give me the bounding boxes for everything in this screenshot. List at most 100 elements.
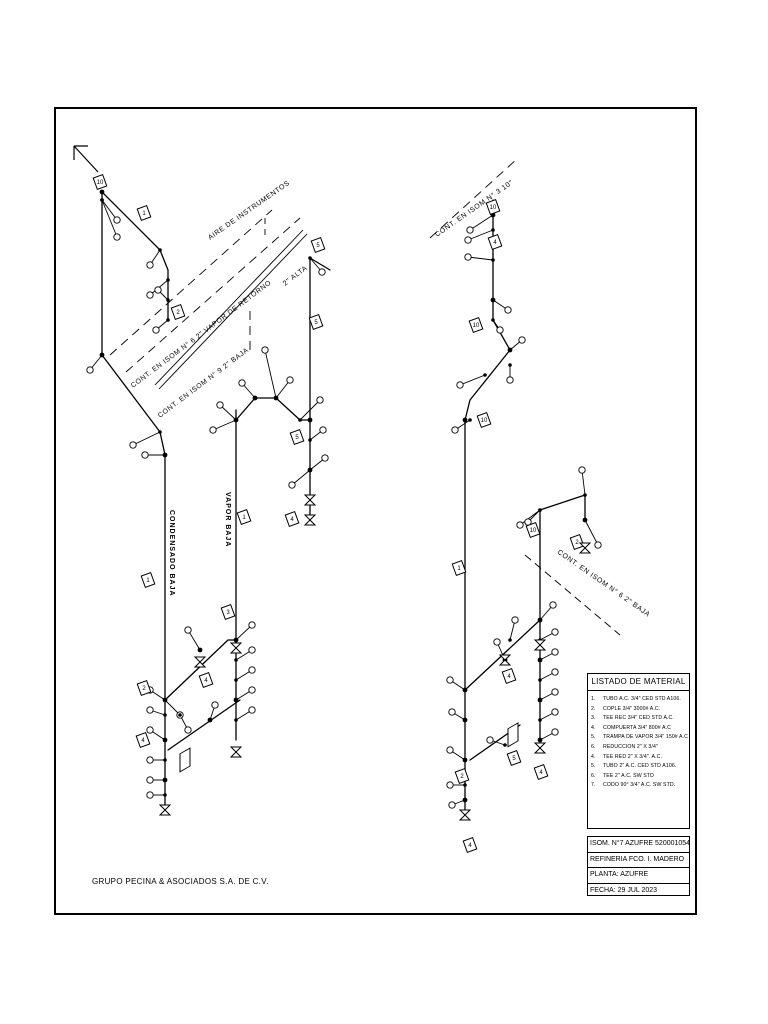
- material-item: 5.TRAMPA DE VAPOR 3/4" 150# A.C: [591, 733, 689, 743]
- item-bubble: [146, 776, 154, 784]
- item-tag: 10: [485, 199, 501, 215]
- material-item: 3.TEE REC 3/4" CED STD A.C.: [591, 714, 689, 724]
- weld-point: [308, 256, 312, 260]
- weld-point: [163, 758, 167, 762]
- item-bubble: [146, 261, 154, 269]
- item-tag-number: 5: [295, 435, 299, 441]
- weld-point: [491, 318, 495, 322]
- item-tag-number: 2: [575, 540, 579, 546]
- weld-point: [208, 718, 212, 722]
- dashed-line: [125, 217, 301, 373]
- label-iso6-2-low: CONT. EN ISOM N° 6 2" BAJA: [556, 548, 652, 619]
- item-bubble: [146, 706, 154, 714]
- weld-point: [234, 678, 238, 682]
- item-bubble: [211, 701, 219, 709]
- leader-line: [132, 431, 161, 446]
- item-tag: 2: [569, 534, 585, 550]
- material-item-text: CODO 90° 3/4" A.C. SW STD.: [603, 782, 676, 789]
- weld-point: [158, 248, 162, 252]
- weld-point: [198, 648, 202, 652]
- leader-line: [101, 199, 118, 221]
- material-item-number: 4.: [591, 753, 596, 760]
- weld-point: [99, 189, 105, 195]
- material-item: 6.REDUCCION 2" X 3/4": [591, 743, 689, 753]
- item-tag: 10: [468, 317, 484, 333]
- item-tag: 5: [310, 237, 326, 253]
- item-tag: 10: [525, 522, 541, 538]
- leader-line: [264, 349, 277, 399]
- item-bubble: [286, 376, 294, 384]
- valve-icon: [533, 742, 547, 754]
- item-tag-number: 10: [97, 180, 104, 186]
- weld-point: [508, 638, 512, 642]
- item-bubble: [518, 336, 526, 344]
- weld-point: [163, 738, 167, 742]
- title-isom: ISOM. N°7 AZUFRE 5200010547: [588, 837, 689, 853]
- item-bubble: [209, 426, 217, 434]
- dashed-line: [429, 157, 519, 239]
- weld-point: [166, 278, 170, 282]
- weld-point: [298, 418, 302, 422]
- item-bubble: [551, 628, 559, 636]
- item-bubble: [113, 233, 121, 241]
- weld-point: [538, 678, 542, 682]
- weld-point: [538, 658, 542, 662]
- weld-point: [583, 518, 587, 522]
- item-tag: 1: [140, 572, 156, 588]
- item-bubble: [551, 728, 559, 736]
- material-item: 4.COMPUERTA 3/4" 800# A.C: [591, 724, 689, 734]
- pipe: [164, 639, 237, 701]
- item-tag-number: 2: [176, 310, 180, 316]
- valve-icon: [303, 494, 317, 506]
- weld-point: [307, 417, 313, 423]
- title-refinery: REFINERIA FCO. I. MADERO: [588, 853, 689, 869]
- item-bubble: [152, 326, 160, 334]
- item-tag-number: 10: [473, 323, 480, 329]
- item-tag-number: 4: [290, 517, 294, 523]
- valve-icon: [229, 642, 243, 654]
- weld-point: [491, 228, 495, 232]
- item-bubble: [261, 346, 269, 354]
- item-tag: 5: [506, 750, 522, 766]
- leader-line: [299, 399, 321, 421]
- item-tag-number: 4: [539, 770, 543, 776]
- leader-line: [101, 199, 118, 238]
- pipe: [101, 191, 169, 321]
- item-bubble: [146, 291, 154, 299]
- item-bubble: [129, 441, 137, 449]
- material-item: 5.TUBO 2" A.C. CED STD A106.: [591, 762, 689, 772]
- item-bubble: [464, 253, 472, 261]
- steam-trap-icon: [507, 722, 519, 748]
- valve-icon: [229, 746, 243, 758]
- item-bubble: [551, 708, 559, 716]
- material-item-text: TUBO A.C. 3/4" CED STD A106.: [603, 696, 681, 702]
- item-tag-number: 5: [512, 756, 516, 762]
- material-item: 4.TEE RED 2" X 3/4". A.C.: [591, 753, 689, 763]
- pipe: [235, 397, 311, 421]
- item-tag: 4: [533, 764, 549, 780]
- right-main-pipe: [464, 199, 511, 811]
- material-item: 2.COPLE 3/4" 3000# A.C.: [591, 705, 689, 715]
- title-date: FECHA: 29 JUL 2023: [590, 886, 658, 894]
- item-bubble: [486, 736, 494, 744]
- weld-point: [163, 793, 167, 797]
- item-tag-number: 2: [460, 774, 464, 780]
- valve-icon: [533, 639, 547, 651]
- leader-line: [519, 509, 541, 526]
- item-bubble: [594, 541, 602, 549]
- material-item-number: 5.: [591, 734, 596, 741]
- weld-point: [163, 698, 167, 702]
- valve-icon: [303, 514, 317, 526]
- item-tag-number: 4: [204, 678, 208, 684]
- weld-point: [308, 468, 312, 472]
- item-bubble: [318, 268, 326, 276]
- item-bubble: [456, 381, 464, 389]
- weld-point: [583, 493, 587, 497]
- material-item-text: TUBO 2" A.C. CED STD A106.: [603, 763, 677, 770]
- item-tag-number: 5: [314, 320, 318, 326]
- label-instrument-air: AIRE DE INSTRUMENTOS: [207, 180, 291, 242]
- weld-point: [178, 713, 182, 717]
- weld-point: [274, 396, 278, 400]
- item-bubble: [248, 621, 256, 629]
